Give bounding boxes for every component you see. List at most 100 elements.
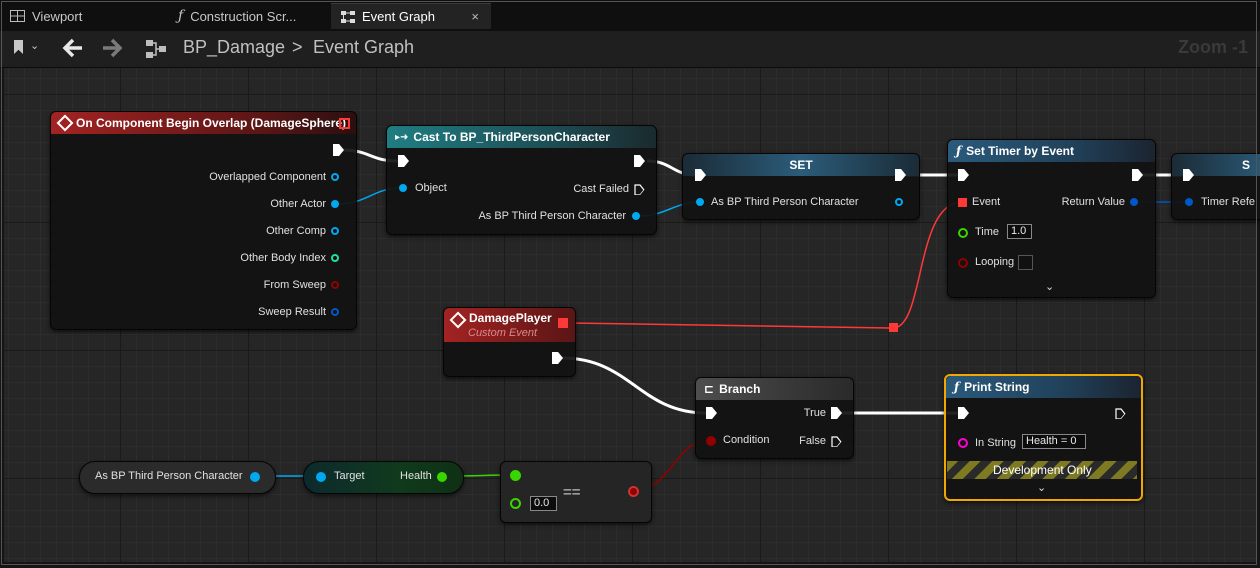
breadcrumb-separator: > — [292, 37, 303, 57]
cast-failed-pin[interactable] — [634, 183, 645, 195]
exec-out-pin[interactable] — [552, 352, 563, 364]
set-value-pin[interactable] — [696, 198, 704, 206]
function-icon: ƒ — [954, 380, 960, 394]
tab-construction-label: Construction Scr... — [190, 8, 297, 24]
exec-out-pin[interactable] — [333, 144, 344, 156]
bookmark-icon[interactable] — [14, 40, 23, 54]
condition-pin[interactable] — [706, 436, 716, 446]
health-out-pin[interactable] — [437, 472, 447, 482]
target-pin[interactable] — [316, 472, 326, 482]
pin-label-from-sweep: From Sweep — [263, 279, 326, 291]
in-string-input[interactable]: Health = 0 — [1022, 434, 1086, 449]
delegate-pin-icon[interactable] — [339, 118, 350, 129]
node-title: Cast To BP_ThirdPersonCharacter — [413, 130, 610, 144]
pin-label-sweep-result: Sweep Result — [258, 306, 326, 318]
equal-compare-node[interactable]: == — [500, 461, 652, 523]
return-value-pin[interactable] — [1130, 198, 1138, 206]
close-icon[interactable]: × — [471, 9, 479, 24]
false-exec-pin[interactable] — [831, 435, 842, 447]
function-icon: ƒ — [956, 144, 962, 158]
other-actor-pin[interactable] — [331, 200, 339, 208]
breadcrumb-asset[interactable]: BP_Damage — [183, 37, 286, 57]
event-node-begin-overlap[interactable]: On Component Begin Overlap (DamageSphere… — [50, 111, 357, 330]
set-variable-node[interactable]: SET — [682, 153, 920, 220]
node-title: SET — [789, 158, 813, 172]
tab-event-graph[interactable]: Event Graph × — [331, 3, 491, 29]
b-in-pin[interactable] — [510, 498, 521, 509]
event-graph-icon — [341, 10, 355, 23]
other-body-index-pin[interactable] — [331, 254, 339, 262]
exec-in-pin[interactable] — [695, 169, 706, 181]
in-string-pin[interactable] — [958, 438, 968, 448]
pin-label-cast-failed: Cast Failed — [573, 183, 629, 195]
cast-arrows-icon: ▸➜ — [395, 131, 409, 143]
exec-in-pin[interactable] — [706, 407, 717, 419]
get-health-node[interactable]: Target Health — [303, 461, 464, 494]
overlapped-component-pin[interactable] — [331, 173, 339, 181]
forward-arrow-icon[interactable] — [101, 38, 123, 58]
looping-checkbox[interactable] — [1018, 255, 1033, 270]
get-character-variable-node[interactable]: As BP Third Person Character — [79, 461, 276, 494]
set-variable-node-partial[interactable]: S — [1171, 153, 1260, 220]
equal-operator: == — [563, 484, 581, 501]
exec-in-pin[interactable] — [958, 169, 969, 181]
looping-pin[interactable] — [958, 258, 968, 268]
pin-label-time: Time — [975, 226, 1000, 238]
b-value-input[interactable]: 0.0 — [530, 496, 557, 511]
timer-ref-pin[interactable] — [1185, 198, 1193, 206]
branch-node[interactable]: ⊏ Branch — [695, 377, 854, 459]
event-delegate-pin[interactable] — [958, 198, 967, 207]
time-pin[interactable] — [958, 228, 968, 238]
exec-out-pin[interactable] — [634, 155, 645, 167]
node-title: On Component Begin Overlap (DamageSphere… — [76, 116, 347, 130]
chevron-down-icon[interactable]: ⌄ — [30, 40, 40, 52]
event-diamond-icon — [449, 311, 467, 329]
object-pin[interactable] — [399, 184, 407, 192]
exec-out-pin[interactable] — [1115, 407, 1126, 419]
set-timer-node[interactable]: ƒ Set Timer by Event — [947, 139, 1156, 298]
pin-label-object: Object — [415, 182, 447, 194]
node-header: SET — [683, 154, 919, 176]
node-header: ƒ Set Timer by Event — [948, 140, 1155, 162]
pin-label-as-character: As BP Third Person Character — [711, 196, 859, 208]
graph-toolbar: ⌄ BP_Damage > Event Graph Zoom -1 — [0, 31, 1260, 68]
tab-viewport-label: Viewport — [32, 8, 83, 24]
delegate-pin[interactable] — [558, 318, 568, 328]
pin-label-overlapped-component: Overlapped Component — [209, 171, 326, 183]
from-sweep-pin[interactable] — [331, 281, 339, 289]
cast-node[interactable]: ▸➜ Cast To BP_ThirdPersonCharacter — [386, 125, 657, 235]
breadcrumb-graph[interactable]: Event Graph — [313, 37, 415, 57]
a-in-pin[interactable] — [510, 470, 521, 481]
exec-in-pin[interactable] — [958, 407, 969, 419]
node-subtitle: Custom Event — [468, 327, 538, 339]
as-character-pin[interactable] — [632, 212, 640, 220]
pin-label-as-character: As BP Third Person Character — [478, 210, 626, 222]
branch-icon: ⊏ — [704, 382, 715, 396]
exec-in-pin[interactable] — [1183, 169, 1194, 181]
exec-out-pin[interactable] — [895, 169, 906, 181]
exec-out-pin[interactable] — [1132, 169, 1143, 181]
node-header: ⊏ Branch — [696, 378, 853, 400]
character-out-pin[interactable] — [250, 472, 260, 482]
expand-chevron-icon[interactable]: ⌄ — [1037, 482, 1047, 494]
back-arrow-icon[interactable] — [62, 38, 84, 58]
pin-label-false: False — [799, 435, 826, 447]
true-exec-pin[interactable] — [831, 407, 842, 419]
zoom-level: Zoom -1 — [1178, 37, 1248, 57]
set-output-pin[interactable] — [895, 198, 903, 206]
expand-chevron-icon[interactable]: ⌄ — [1045, 281, 1055, 293]
result-out-pin[interactable] — [628, 486, 639, 497]
tab-viewport[interactable]: Viewport — [0, 3, 165, 29]
tab-construction-script[interactable]: ƒ Construction Scr... — [168, 3, 328, 29]
pin-label-target: Target — [334, 470, 365, 482]
node-header: ▸➜ Cast To BP_ThirdPersonCharacter — [387, 126, 656, 148]
function-icon: ƒ — [178, 8, 184, 24]
other-comp-pin[interactable] — [331, 227, 339, 235]
exec-in-pin[interactable] — [398, 155, 409, 167]
time-input[interactable]: 1.0 — [1007, 224, 1032, 239]
pin-label-event: Event — [972, 196, 1001, 208]
pin-label-looping: Looping — [975, 256, 1015, 268]
custom-event-damage-player[interactable]: DamagePlayer Custom Event — [443, 307, 576, 377]
pin-label-other-comp: Other Comp — [266, 225, 326, 237]
sweep-result-pin[interactable] — [331, 308, 339, 316]
